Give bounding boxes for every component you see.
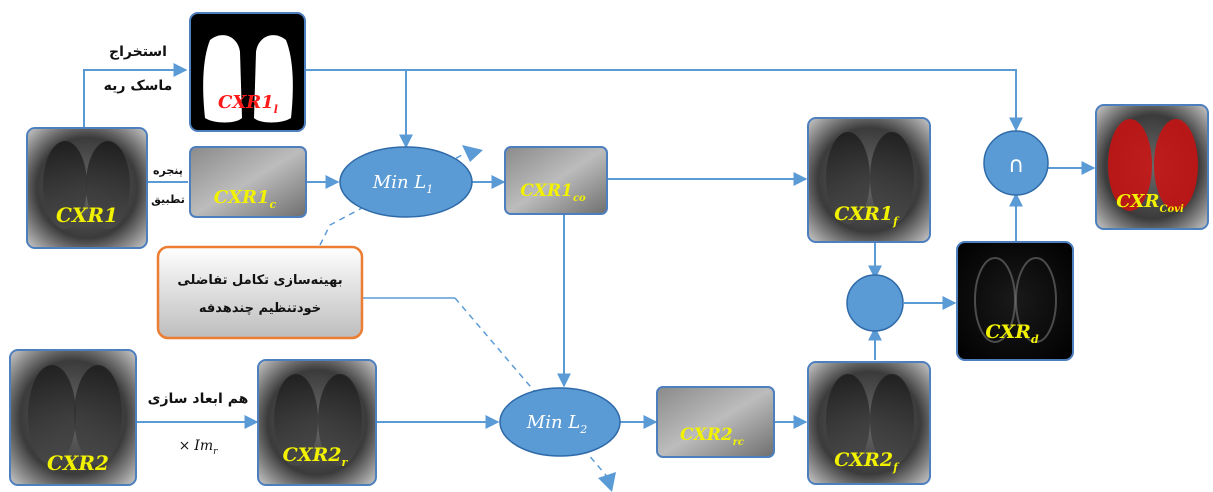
min-l1-node: Min L1 — [339, 146, 473, 218]
registration-label: هم ابعاد سازی — [148, 391, 249, 407]
cxr2r-label: CXR2r — [283, 444, 349, 469]
cxrd-label: CXRd — [985, 321, 1039, 346]
cxrd-image: CXRd — [956, 241, 1074, 361]
min-l2-node: Min L2 — [499, 387, 621, 457]
callout-line2: خودتنظیم چندهدفه — [199, 301, 321, 316]
cxr2rc-image: CXR2rc — [656, 386, 775, 458]
dash-arrowhead-top — [462, 145, 483, 162]
cxr-covi-label: CXRCovi — [1116, 191, 1184, 215]
dash-arrowhead-bottom — [598, 472, 616, 492]
intersect-symbol: ∩ — [1008, 153, 1024, 178]
cxr2f-image: CXR2f — [807, 361, 931, 485]
lung-mask-label-line2: ماسک ریه — [104, 78, 173, 94]
cxr2f-label: CXR2f — [834, 449, 900, 474]
cxr1-image: CXR1 — [26, 127, 148, 249]
connectors — [83, 63, 1096, 429]
cxr1-mask-label: CXR1l — [218, 92, 278, 116]
window-label-line2: تطبیق — [151, 193, 185, 206]
cxr1f-image: CXR1f — [807, 117, 931, 243]
subtract-node — [846, 274, 904, 332]
cxr1c-label: CXR1c — [214, 187, 277, 211]
cxr2r-image: CXR2r — [257, 359, 377, 486]
cxr1f-label: CXR1f — [834, 203, 900, 228]
min-l1-label: Min L1 — [372, 172, 433, 196]
window-label-line1: پنجره — [153, 164, 183, 177]
min-l2-label: Min L2 — [526, 412, 587, 436]
scale-label: ×Imr — [179, 438, 219, 457]
cxr-covi-image: CXRCovi — [1095, 104, 1209, 230]
lung-mask-label-line1: استخراج — [109, 44, 167, 60]
cxr2-image: CXR2 — [9, 349, 137, 486]
cxr2rc-label: CXR2rc — [680, 425, 744, 448]
cxr1-label: CXR1 — [56, 203, 118, 227]
cxr1c-image: CXR1c — [189, 146, 307, 218]
cxr1co-image: CXR1co — [504, 146, 608, 215]
intersect-node: ∩ — [983, 130, 1049, 196]
optimizer-callout: بهینه‌سازی تکامل تفاضلی خودتنظیم چندهدفه — [156, 245, 364, 340]
cxr1co-label: CXR1co — [520, 181, 586, 204]
cxr2-label: CXR2 — [47, 451, 109, 475]
callout-line1: بهینه‌سازی تکامل تفاضلی — [177, 273, 342, 288]
cxr1-lung-mask-image: CXR1l — [189, 12, 306, 132]
